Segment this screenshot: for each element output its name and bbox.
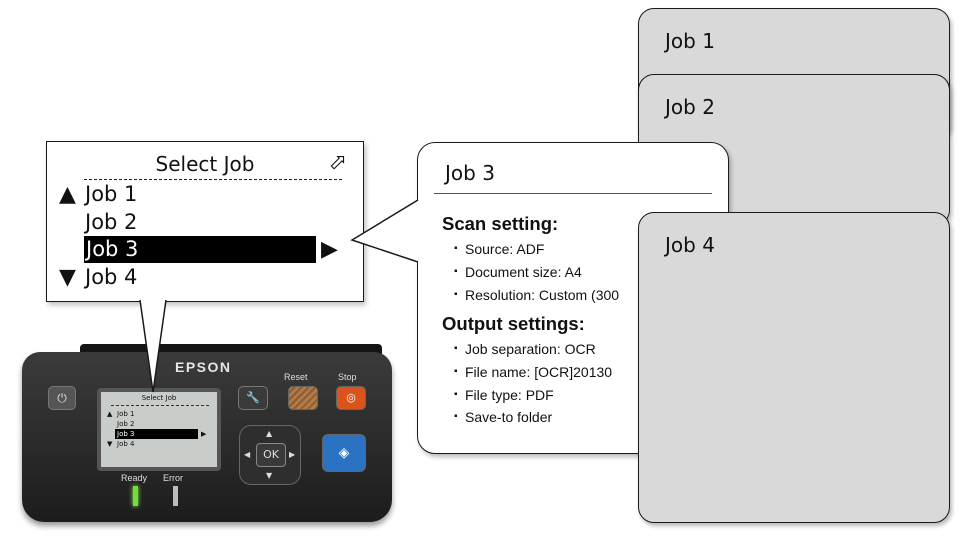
tool-icon: 🔧 [246, 391, 260, 404]
output-item: Job separation: OCR [454, 341, 596, 357]
job-list-item[interactable]: Job 1 [85, 182, 138, 206]
lcd-job-item: Job 2 [117, 420, 135, 428]
lcd-up-icon: ▲ [107, 410, 113, 418]
power-button[interactable]: ⏻ [48, 386, 76, 410]
lcd-divider [111, 405, 209, 406]
stop-button[interactable]: ◎ [336, 386, 366, 410]
edit-tag-icon: ⬀ [328, 150, 347, 175]
select-job-title: Select Job [155, 152, 255, 176]
job-settings-button[interactable]: 🔧 [238, 386, 268, 410]
output-item: File type: PDF [454, 387, 554, 403]
left-arrow-icon[interactable]: ◀ [244, 450, 251, 459]
scan-item: Source: ADF [454, 241, 544, 257]
lcd-job-item: Job 1 [117, 410, 135, 418]
lcd-zoom-callout: Select Job ⬀ ▲ Job 1 Job 2 Job 3 ▶ ▼ Job… [46, 141, 364, 302]
scan-icon: ◈ [338, 445, 350, 461]
lcd-screen: Select Job ▲ Job 1 Job 2 Job 3 ▶ ▼ Job 4 [97, 388, 221, 471]
scan-item: Resolution: Custom (300 [454, 287, 619, 303]
error-led [173, 486, 178, 506]
job-list-item-selected[interactable]: Job 3 [84, 236, 316, 263]
job-1-card-title: Job 1 [665, 29, 715, 53]
ready-led [133, 486, 138, 506]
down-arrow-icon[interactable]: ▼ [266, 471, 273, 480]
up-arrow-icon[interactable]: ▲ [266, 429, 273, 438]
job-4-card-title: Job 4 [665, 233, 715, 257]
start-scan-button[interactable]: ◈ [322, 434, 366, 472]
ok-button[interactable]: OK [256, 443, 286, 467]
brand-logo: EPSON [175, 359, 232, 375]
ready-label: Ready [121, 473, 148, 483]
scroll-up-icon: ▲ [59, 182, 76, 207]
scan-setting-heading: Scan setting: [442, 213, 559, 234]
output-item: File name: [OCR]20130 [454, 364, 612, 380]
detail-divider [434, 193, 712, 194]
right-arrow-icon[interactable]: ▶ [289, 450, 296, 459]
navigation-pad[interactable]: ▲ ▼ ◀ ▶ OK [239, 425, 301, 485]
error-label: Error [163, 473, 183, 483]
select-arrow-icon: ▶ [321, 237, 338, 262]
detail-title: Job 3 [445, 161, 495, 185]
lcd-select-arrow-icon: ▶ [201, 430, 207, 438]
scan-item: Document size: A4 [454, 264, 582, 280]
lcd-job-item: Job 4 [117, 440, 135, 448]
stop-label: Stop [338, 372, 357, 382]
output-item: Save-to folder [454, 409, 552, 425]
reset-button[interactable] [288, 386, 318, 410]
scanner-control-panel: EPSON ⏻ Select Job ▲ Job 1 Job 2 Job 3 ▶… [22, 352, 392, 522]
lcd-down-icon: ▼ [107, 440, 113, 448]
scroll-down-icon: ▼ [59, 265, 76, 290]
job-list-item[interactable]: Job 4 [85, 265, 138, 289]
job-2-card-title: Job 2 [665, 95, 715, 119]
stop-icon: ◎ [346, 391, 356, 404]
power-icon: ⏻ [57, 391, 67, 405]
title-divider [84, 179, 342, 180]
lcd-job-item-selected: Job 3 [115, 429, 198, 439]
job-list-item[interactable]: Job 2 [85, 210, 138, 234]
reset-label: Reset [284, 372, 308, 382]
lcd-title: Select Job [141, 394, 177, 402]
output-settings-heading: Output settings: [442, 313, 585, 334]
job-4-card[interactable]: Job 4 [638, 212, 950, 523]
